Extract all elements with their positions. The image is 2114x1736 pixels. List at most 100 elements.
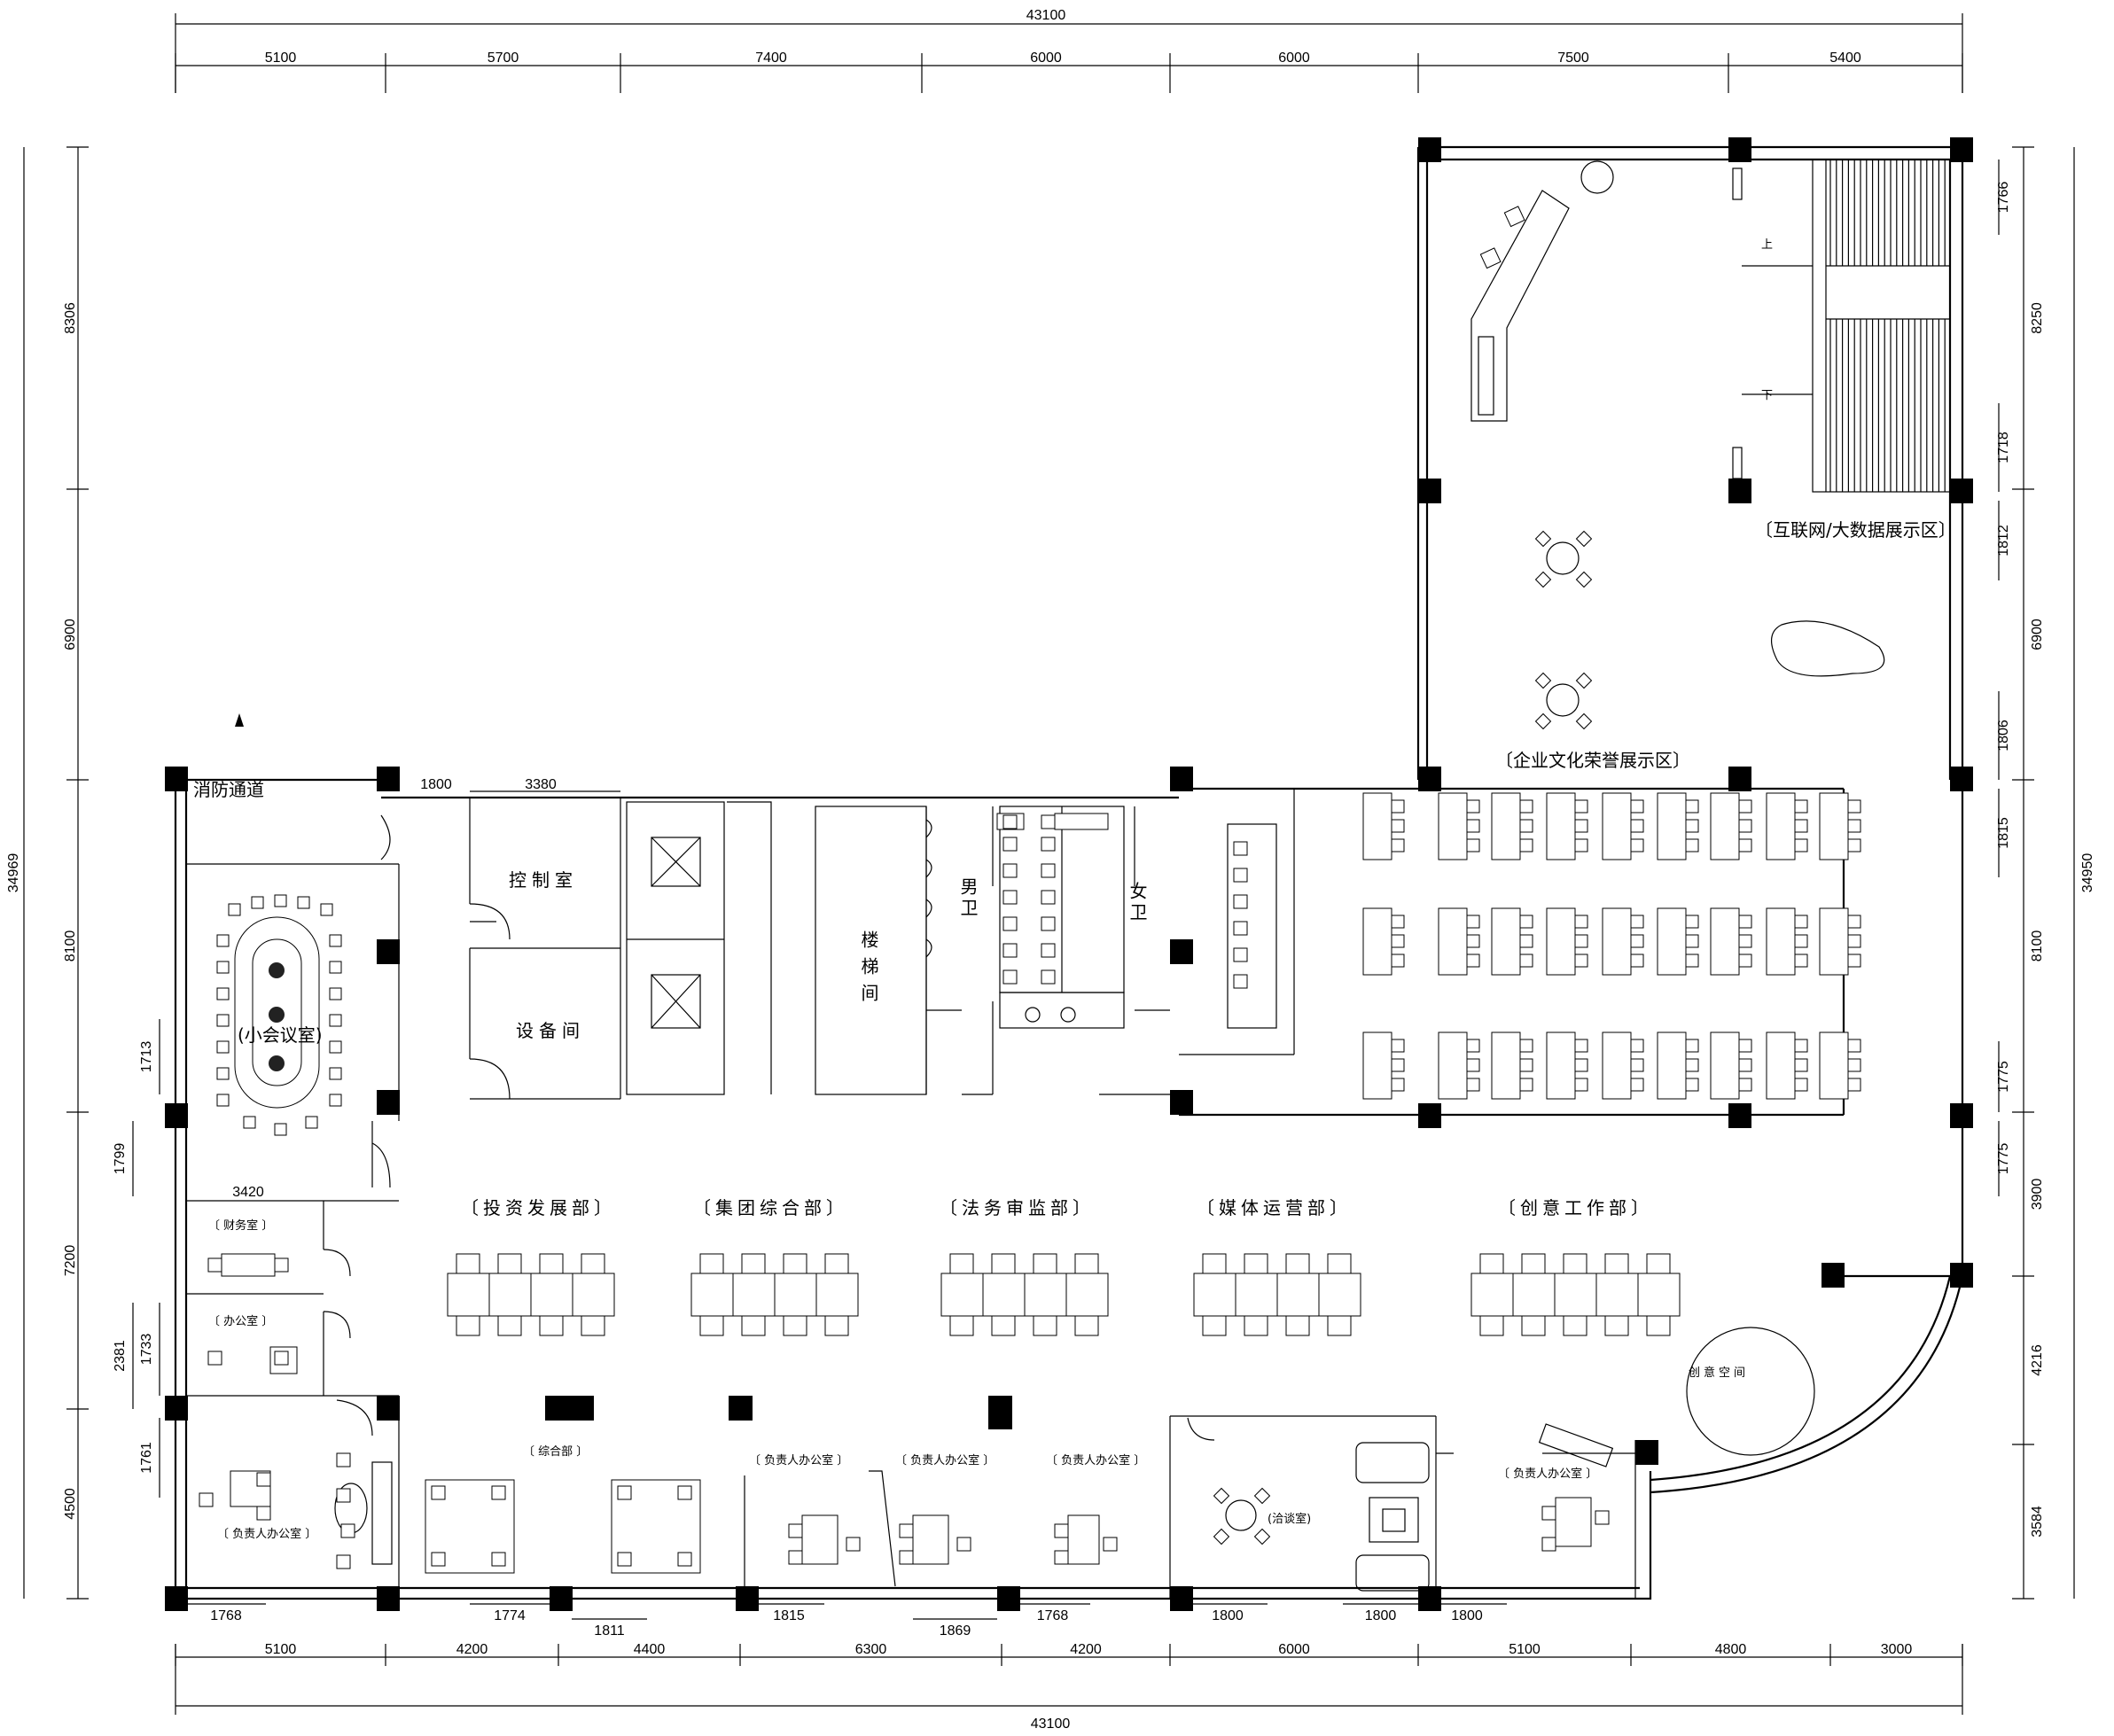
column-15 (1170, 1090, 1193, 1115)
invest-chair-top-1 (497, 1253, 522, 1274)
display-chair-16-2 (1794, 954, 1808, 968)
chair-3 (274, 1351, 289, 1366)
stair-down-label: 下 (1761, 389, 1773, 402)
left-dim-2: 8100 (63, 930, 78, 962)
left-inner-dim-1: 1799 (113, 1143, 128, 1175)
display-chair-17-0 (1847, 915, 1861, 929)
display-desk-16 (1766, 907, 1796, 976)
display-chair-24-2 (1738, 1078, 1752, 1092)
meeting-chair-15 (329, 1014, 342, 1027)
creative-chair-bottom-1 (1521, 1315, 1546, 1336)
bottom-dim-2: 4400 (634, 1642, 666, 1657)
lounge-chair-0-2 (1534, 571, 1552, 588)
bottom-inner-dim-6: 1800 (1212, 1608, 1244, 1623)
display-chair-20-0 (1519, 1039, 1533, 1053)
chair-5 (256, 1472, 271, 1487)
department-label-3: 〔媒体运营部〕 (1197, 1197, 1352, 1218)
lounge-chair-2-0 (1213, 1487, 1230, 1505)
column-22 (165, 1396, 188, 1421)
bottom-inner-dim-5: 1768 (1037, 1608, 1069, 1623)
legal-chair-bottom-3 (1074, 1315, 1099, 1336)
display-chair-0-0 (1391, 799, 1405, 814)
bottom-inner-dim-4: 1869 (940, 1623, 971, 1639)
display-chair-1-0 (1466, 799, 1480, 814)
meeting-chair-19 (243, 1116, 256, 1129)
display-desk-23 (1657, 1031, 1687, 1100)
meeting-chair-21 (305, 1116, 318, 1129)
creative-desk-2 (1554, 1273, 1597, 1317)
column-5 (1950, 479, 1973, 503)
display-chair-22-1 (1630, 1058, 1644, 1072)
culture-zone-label: 〔企业文化荣誉展示区〕 (1495, 750, 1690, 771)
display-chair-19-2 (1466, 1078, 1480, 1092)
chair-14 (677, 1552, 692, 1567)
right-inner-dim-6: 1775 (1996, 1143, 2011, 1175)
media-chair-top-1 (1244, 1253, 1268, 1274)
furniture-0 (221, 1253, 276, 1277)
media-desk-3 (1318, 1273, 1361, 1317)
invest-desk-2 (530, 1273, 573, 1317)
department-desks (447, 1253, 1681, 1336)
head-office-label-0: 〔 负责人办公室 〕 (749, 1453, 848, 1467)
creative-chair-top-0 (1479, 1253, 1504, 1274)
group-chair-bottom-0 (699, 1315, 724, 1336)
small-meeting-label: (小会议室) (238, 1024, 323, 1046)
display-chair-5-2 (1685, 838, 1699, 852)
display-chair-25-0 (1794, 1039, 1808, 1053)
equipment-room-label: 设备间 (516, 1020, 585, 1041)
display-desk-20 (1491, 1031, 1521, 1100)
legal-chair-bottom-1 (991, 1315, 1016, 1336)
department-label-0: 〔投资发展部〕 (461, 1197, 616, 1218)
chair-1 (274, 1257, 289, 1273)
display-chair-10-1 (1466, 934, 1480, 948)
display-desk-18 (1362, 1031, 1392, 1100)
chair-32 (1041, 814, 1056, 829)
group-chair-top-0 (699, 1253, 724, 1274)
left-inner-dim-3: 1733 (139, 1334, 154, 1366)
display-desk-11 (1491, 907, 1521, 976)
right-inner-dim-1: 1718 (1996, 432, 2011, 463)
display-chair-14-0 (1685, 915, 1699, 929)
display-chair-12-0 (1574, 915, 1588, 929)
display-chair-21-1 (1574, 1058, 1588, 1072)
display-desk-2 (1491, 792, 1521, 860)
display-chair-14-1 (1685, 934, 1699, 948)
chair-36 (1041, 863, 1056, 878)
group-chair-top-2 (783, 1253, 807, 1274)
display-chair-0-1 (1391, 819, 1405, 833)
display-area-desks (1233, 792, 1861, 1100)
creative-desk-4 (1637, 1273, 1681, 1317)
column-13 (377, 1090, 400, 1115)
chair-29 (340, 1523, 355, 1538)
creative-desk-3 (1595, 1273, 1639, 1317)
group-desk-2 (774, 1273, 817, 1317)
urinal-0 (925, 819, 932, 838)
room-labels: 消防通道 控制室 设备间 楼梯间 男卫 女卫 (小会议室) 〔 财务室 〕 〔 … (193, 238, 1956, 1541)
top-total-dim: 43100 (1026, 8, 1066, 23)
display-chair-7-2 (1794, 838, 1808, 852)
interior-walls (186, 789, 1636, 1599)
display-wall-seat-3 (1233, 921, 1248, 936)
inner-mid-dim: 3420 (232, 1185, 264, 1200)
department-label-2: 〔法务审监部〕 (940, 1197, 1095, 1218)
meeting-chair-14 (329, 987, 342, 1000)
department-labels: 〔投资发展部〕〔集团综合部〕〔法务审监部〕〔媒体运营部〕〔创意工作部〕 (461, 1197, 1649, 1218)
column-0 (1418, 137, 1441, 162)
invest-chair-bottom-3 (581, 1315, 605, 1336)
display-desk-1 (1438, 792, 1468, 860)
display-chair-18-2 (1391, 1078, 1405, 1092)
right-dim-0: 8250 (2030, 302, 2045, 334)
display-chair-11-0 (1519, 915, 1533, 929)
legal-chair-bottom-0 (949, 1315, 974, 1336)
legal-desk-3 (1065, 1273, 1109, 1317)
media-chair-bottom-3 (1327, 1315, 1352, 1336)
structural-columns (165, 137, 1973, 1611)
office-furniture (199, 530, 1610, 1574)
chair-38 (1041, 890, 1056, 905)
chair-7 (431, 1485, 446, 1500)
meeting-chair-3 (297, 896, 310, 909)
head-office-label-3: 〔 负责人办公室 〕 (1498, 1467, 1597, 1481)
stairwell-label: 楼梯间 (858, 930, 879, 1010)
column-10 (1728, 767, 1751, 791)
left-dim-4: 4500 (63, 1488, 78, 1520)
